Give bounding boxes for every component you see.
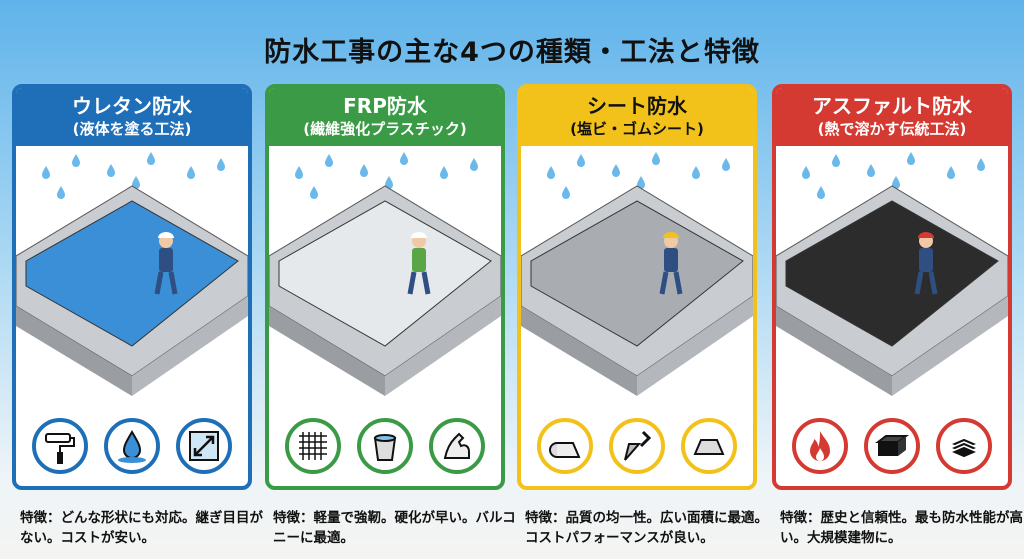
method-description: 特徴：軽量で強靭。硬化が早い。バルコニーに最適。 <box>273 510 516 546</box>
rain-drop-icon <box>547 166 555 179</box>
roof-illustration <box>16 152 248 396</box>
rain-drop-icon <box>802 166 810 179</box>
method-description: 特徴：歴史と信頼性。最も防水性能が高い。大規模建物に。 <box>780 510 1023 546</box>
rain-drop-icon <box>325 154 333 167</box>
rain-drop-icon <box>612 164 620 177</box>
rain-drop-icon <box>907 152 915 165</box>
rain-drop-icon <box>400 152 408 165</box>
panel-header: シート防水 (塩ビ・ゴムシート) <box>521 88 753 146</box>
rain-drop-icon <box>947 166 955 179</box>
worker-figure <box>407 232 431 295</box>
panel-header: ウレタン防水 (液体を塗る工法) <box>16 88 248 146</box>
rain-drop-icon <box>817 186 825 199</box>
rain-drop-icon <box>867 164 875 177</box>
worker-figure <box>659 232 683 295</box>
rain-drop-icon <box>832 154 840 167</box>
flat-sheet-icon <box>681 418 737 474</box>
rain-drop-icon <box>42 166 50 179</box>
rain-drop-icon <box>72 154 80 167</box>
rain-drop-icon <box>295 166 303 179</box>
method-subtitle: (塩ビ・ゴムシート) <box>570 120 704 138</box>
resize-arrow-icon <box>176 418 232 474</box>
liquid-drop-icon <box>104 418 160 474</box>
roof-illustration <box>776 152 1008 396</box>
rain-drop-icon <box>187 166 195 179</box>
rain-drop-icon <box>637 176 645 189</box>
rain-drop-icon <box>577 154 585 167</box>
strength-arm-icon <box>429 418 485 474</box>
rain-drop-icon <box>722 158 730 171</box>
feature-icons <box>269 418 501 474</box>
worker-figure <box>154 232 178 295</box>
paint-roller-icon <box>32 418 88 474</box>
method-panel: FRP防水 (繊維強化プラスチック) <box>265 84 505 490</box>
worker-figure <box>914 232 938 295</box>
method-panel: シート防水 (塩ビ・ゴムシート) <box>517 84 757 490</box>
method-panel: ウレタン防水 (液体を塗る工法) <box>12 84 252 490</box>
fiber-mesh-icon <box>285 418 341 474</box>
asphalt-block-icon <box>864 418 920 474</box>
rain-drop-icon <box>217 158 225 171</box>
layers-icon <box>936 418 992 474</box>
rain-drop-icon <box>977 158 985 171</box>
rain-drop-icon <box>692 166 700 179</box>
rain-drop-icon <box>107 164 115 177</box>
method-name: ウレタン防水 <box>72 94 192 118</box>
roof-illustration <box>269 152 501 396</box>
trowel-icon <box>609 418 665 474</box>
method-name: シート防水 <box>587 94 687 118</box>
method-panel: アスファルト防水 (熱で溶かす伝統工法) <box>772 84 1012 490</box>
feature-icons <box>776 418 1008 474</box>
rain-drop-icon <box>132 176 140 189</box>
resin-bucket-icon <box>357 418 413 474</box>
method-subtitle: (熱で溶かす伝統工法) <box>817 120 967 138</box>
rain-drop-icon <box>360 164 368 177</box>
flame-icon <box>792 418 848 474</box>
panel-header: FRP防水 (繊維強化プラスチック) <box>269 88 501 146</box>
rain-drop-icon <box>440 166 448 179</box>
sheet-roll-icon <box>537 418 593 474</box>
rain-drop-icon <box>652 152 660 165</box>
rain-drop-icon <box>57 186 65 199</box>
rain-drop-icon <box>470 158 478 171</box>
method-description: 特徴：どんな形状にも対応。継ぎ目目がない。コストが安い。 <box>20 510 263 546</box>
rain-drop-icon <box>892 176 900 189</box>
rain-drop-icon <box>147 152 155 165</box>
method-name: FRP防水 <box>343 94 427 118</box>
feature-icons <box>16 418 248 474</box>
method-description: 特徴：品質の均一性。広い面積に最適。コストパフォーマンスが良い。 <box>525 510 768 546</box>
method-subtitle: (液体を塗る工法) <box>72 120 192 138</box>
page-title: 防水工事の主な4つの種類・工法と特徴 <box>264 37 760 68</box>
feature-icons <box>521 418 753 474</box>
rain-drop-icon <box>562 186 570 199</box>
method-subtitle: (繊維強化プラスチック) <box>303 120 467 138</box>
panel-header: アスファルト防水 (熱で溶かす伝統工法) <box>776 88 1008 146</box>
method-name: アスファルト防水 <box>812 94 972 118</box>
rain-drop-icon <box>385 176 393 189</box>
roof-illustration <box>521 152 753 396</box>
rain-drop-icon <box>310 186 318 199</box>
